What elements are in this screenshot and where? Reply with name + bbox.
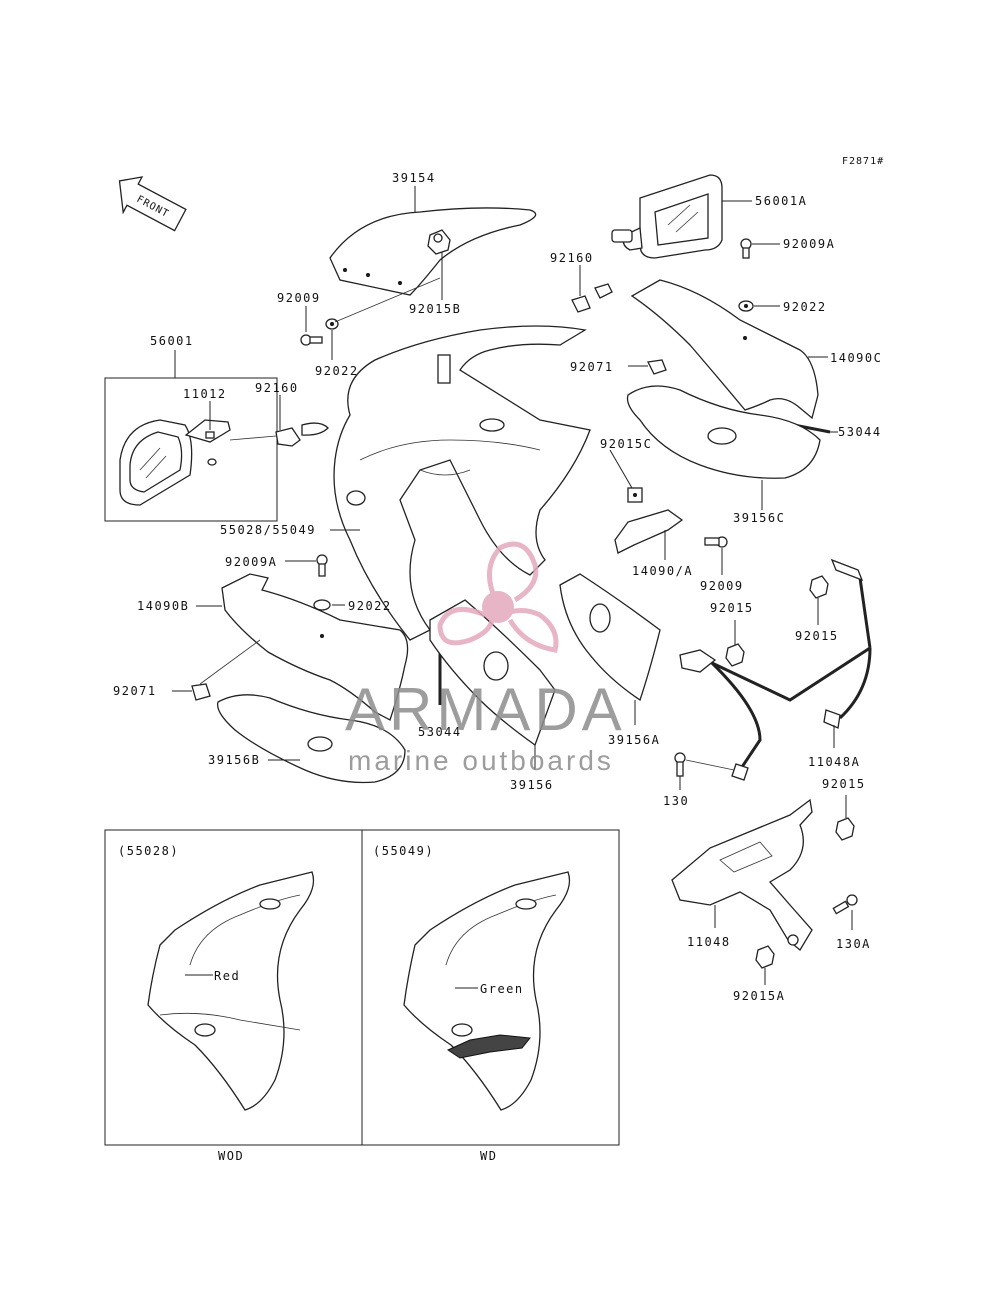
label-92022-lower: 92022	[348, 599, 392, 613]
label-39154: 39154	[392, 171, 436, 185]
grommet-92071-left	[191, 683, 211, 701]
bolt-92009a-left	[316, 554, 328, 577]
label-92015a: 92015A	[733, 989, 785, 1003]
front-direction-arrow-icon: FRONT	[118, 176, 187, 232]
label-53044-left: 53044	[418, 725, 462, 739]
label-14090c: 14090C	[830, 351, 882, 365]
nut-92015a	[755, 945, 775, 969]
label-39156b: 39156B	[208, 753, 260, 767]
label-92009: 92009	[277, 291, 321, 305]
watermark-title: ARMADA	[345, 676, 626, 743]
armada-propeller-logo	[437, 541, 559, 653]
left-mirror-part	[119, 419, 231, 506]
stay-11048a	[679, 558, 872, 781]
lower-cowl-39156	[429, 599, 556, 747]
washer-92022-left	[325, 318, 339, 330]
inset-right-code: (55049)	[373, 844, 434, 858]
washer-92022-lower	[313, 599, 331, 611]
label-92015b: 92015B	[409, 302, 461, 316]
mirror-inset-frame	[104, 377, 278, 522]
label-130: 130	[663, 794, 689, 808]
nut-92015-mid	[725, 643, 745, 667]
label-56001: 56001	[150, 334, 194, 348]
label-92015c: 92015C	[600, 437, 652, 451]
figure-code: F2871#	[842, 156, 884, 167]
label-130a: 130A	[836, 937, 871, 951]
label-92015-mid: 92015	[710, 601, 754, 615]
lower-cowl-39156a	[559, 573, 661, 702]
clip-92015c	[627, 487, 643, 503]
inner-panel-14090b	[221, 573, 409, 721]
mount-92160-right	[571, 283, 613, 313]
label-92009a-right: 92009A	[783, 237, 835, 251]
right-mirror-part	[611, 174, 723, 259]
label-11048: 11048	[687, 935, 731, 949]
label-92160-left: 92160	[255, 381, 299, 395]
label-53044-right: 53044	[838, 425, 882, 439]
label-39156: 39156	[510, 778, 554, 792]
inset-right-caption: WD	[480, 1149, 497, 1163]
label-92015-lower: 92015	[822, 777, 866, 791]
label-39156a: 39156A	[608, 733, 660, 747]
bolt-130	[674, 752, 686, 777]
label-11012: 11012	[183, 387, 227, 401]
bolt-92009a-right	[740, 238, 752, 259]
bolt-92009-right	[704, 536, 728, 548]
label-92071-left: 92071	[113, 684, 157, 698]
label-92071-right: 92071	[570, 360, 614, 374]
nut-92015-lower	[835, 817, 855, 841]
bolt-130a	[832, 894, 858, 915]
inset-left-color: Red	[214, 969, 240, 983]
inset-right-color: Green	[480, 982, 524, 996]
inset-left-caption: WOD	[218, 1149, 244, 1163]
nut-92015b	[427, 229, 451, 255]
label-11048a: 11048A	[808, 755, 860, 769]
label-14090b: 14090B	[137, 599, 189, 613]
upper-cowl-green-variant	[403, 871, 571, 1111]
label-14090-a: 14090/A	[632, 564, 693, 578]
grommet-92071-right	[647, 359, 667, 375]
nut-92015-upper	[809, 575, 829, 599]
label-92160-right: 92160	[550, 251, 594, 265]
mount-92160-left	[275, 422, 329, 447]
inner-lining-39156c	[626, 385, 821, 479]
label-39156c: 39156C	[733, 511, 785, 525]
inner-lining-39156b	[216, 694, 406, 784]
upper-cowl-part	[333, 325, 591, 641]
label-92009a-left: 92009A	[225, 555, 277, 569]
watermark-subtitle: marine outboards	[348, 745, 614, 776]
bracket-14090-a	[614, 509, 684, 554]
stay-11048	[671, 798, 813, 951]
label-92009-bracket: 92009	[700, 579, 744, 593]
label-92022-left: 92022	[315, 364, 359, 378]
washer-92022-right	[738, 300, 754, 312]
upper-cowl-red-variant	[147, 871, 315, 1111]
inset-left-code: (55028)	[118, 844, 179, 858]
inner-panel-14090c	[630, 279, 819, 420]
label-56001a: 56001A	[755, 194, 807, 208]
label-55028-55049: 55028/55049	[220, 523, 316, 537]
label-92022-right: 92022	[783, 300, 827, 314]
label-92015-upper: 92015	[795, 629, 839, 643]
bolt-92009	[300, 334, 323, 346]
